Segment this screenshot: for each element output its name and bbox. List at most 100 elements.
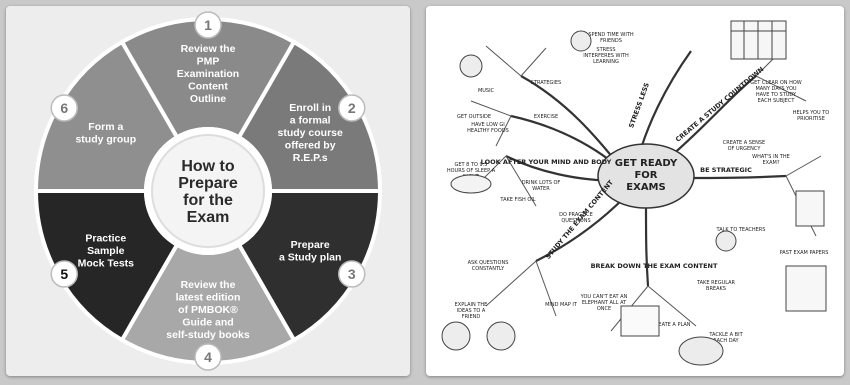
mind-map-note: EACH DAY [713,338,739,344]
mind-map-note: TALK TO TEACHERS [716,227,766,233]
svg-text:1: 1 [204,17,212,33]
mind-map-note: GET OUTSIDE [457,114,491,120]
mind-map-note: HAVE TO STUDY [756,92,797,98]
branch-label-mind-body: LOOK AFTER YOUR MIND AND BODY [481,158,612,166]
mind-map-note: INTERFERES WITH [583,53,629,59]
step-4-text: Guide and [182,317,233,329]
svg-text:5: 5 [60,266,68,282]
mind-map-note: EXAM? [763,160,780,166]
step-3-badge: 3 [338,260,366,288]
center-title-line: How to [181,158,235,175]
mind-map-note: MIND MAP IT [545,302,578,308]
step-4-text: of PMBOK® [178,304,238,316]
friend-face-icon-2 [486,321,516,351]
step-1-text: Outline [190,93,226,105]
branch-label-strategic: BE STRATEGIC [700,166,752,174]
mind-map-note: MANY DAYS YOU [755,86,796,92]
center-line-1: GET READY [615,158,678,169]
branch-label-breakdown: BREAK DOWN THE EXAM CONTENT [591,262,718,270]
mind-map-note: FRIENDS [600,38,622,44]
mind-map-note: SPEND TIME WITH [588,32,634,38]
sleep-icon [450,174,492,194]
step-3-text: a Study plan [279,251,341,263]
mind-map-note: WHAT'S IN THE [752,154,790,160]
step-5-text: Practice [85,233,126,245]
center-circle [151,134,265,248]
mind-map-note: HOURS OF SLEEP A [447,168,496,174]
mind-map-note: CONSTANTLY [472,266,505,272]
outline-paper-icon [795,190,825,227]
branch-label-countdown: CREATE A STUDY COUNTDOWN [674,65,765,143]
mind-map-sketch-icon [620,305,660,337]
right-panel: GET READY FOR EXAMS CREATE A STUDY COUNT… [426,6,844,376]
mind-map-note: STRESS [596,47,615,53]
svg-text:6: 6 [60,100,68,116]
mind-map-note: DO PRACTICE [559,212,593,218]
mind-map-note: OF URGENCY [728,146,762,152]
branch-study [535,195,627,262]
step-6-badge: 6 [50,94,78,122]
exam-papers-icon [785,265,827,312]
mind-map-note: CREATE A SENSE [723,140,765,146]
step-5-badge: 5 [50,260,78,288]
mind-map-center [597,143,695,209]
sketch-icons [441,20,827,366]
mind-map-note: IDEAS TO A [457,308,486,314]
svg-text:3: 3 [348,266,356,282]
branch-countdown [670,75,757,157]
step-2-text: a formal [290,115,331,127]
mind-map-note: TACKLE A BIT [708,332,743,338]
svg-text:4: 4 [204,349,212,365]
step-2-text: R.E.P.s [293,152,328,164]
mind-map-note: WATER [532,186,550,192]
step-4-badge: 4 [194,343,222,371]
step-1-text: Content [188,81,228,93]
step-2-text: Enroll in [289,102,331,114]
mind-map-note: BREAKS [706,286,726,292]
step-1-badge: 1 [194,11,222,39]
center-title-line: Prepare [178,175,238,192]
mind-map-note: MUSIC [478,88,495,94]
mind-map-note: HEALTHY FOODS [467,128,509,134]
step-4-text: self-study books [166,329,250,341]
step-2-text: study course [278,127,344,139]
friend-face-icon [441,321,471,351]
center-line-3: EXAMS [626,182,665,193]
mind-map-note: GET 8 TO 9.5 [455,162,488,168]
mind-map-note: STRATEGIES [531,80,561,86]
step-6-text: study group [75,133,136,145]
center-line-2: FOR [634,170,657,181]
mind-map-note: LEARNING [593,59,619,65]
exam-mind-map: GET READY FOR EXAMS CREATE A STUDY COUNT… [441,20,829,366]
mind-map-note: GET CLEAR ON HOW [750,80,802,86]
mind-map-note: CREATE A PLAN [651,322,690,328]
step-5-text: Mock Tests [78,258,135,270]
mind-map-note: PRIORITISE [797,116,825,122]
mind-map-note: PAST EXAM PAPERS [780,250,829,256]
mind-map-note: QUESTIONS [561,218,590,224]
mind-map-note: ONCE [597,306,611,312]
step-4-text: Review the [181,279,236,291]
friends-icon [570,30,592,52]
center-title-line: for the [183,192,233,209]
branch-breakdown [644,203,650,287]
branch-strategic [680,174,787,180]
mind-map-note: ELEPHANT ALL AT [582,300,627,306]
mind-map-note: EXERCISE [534,114,558,120]
mind-map-note: TAKE FISH OIL [499,197,535,203]
mind-map-note: YOU CAN'T EAT AN [580,294,628,300]
step-2-text: offered by [285,140,336,152]
branch-label-stress-less: STRESS LESS [627,81,651,129]
mind-map-note: FRIEND [462,314,481,320]
elephant-icon [678,336,724,366]
center-title-line: Exam [187,209,230,226]
mind-map-note: EACH SUBJECT [758,98,796,104]
step-5-text: Sample [87,245,125,257]
music-face-icon [459,54,483,78]
mind-map-note: ASK QUESTIONS [468,260,509,266]
step-3-text: Prepare [291,239,330,251]
step-6-text: Form a [88,121,123,133]
